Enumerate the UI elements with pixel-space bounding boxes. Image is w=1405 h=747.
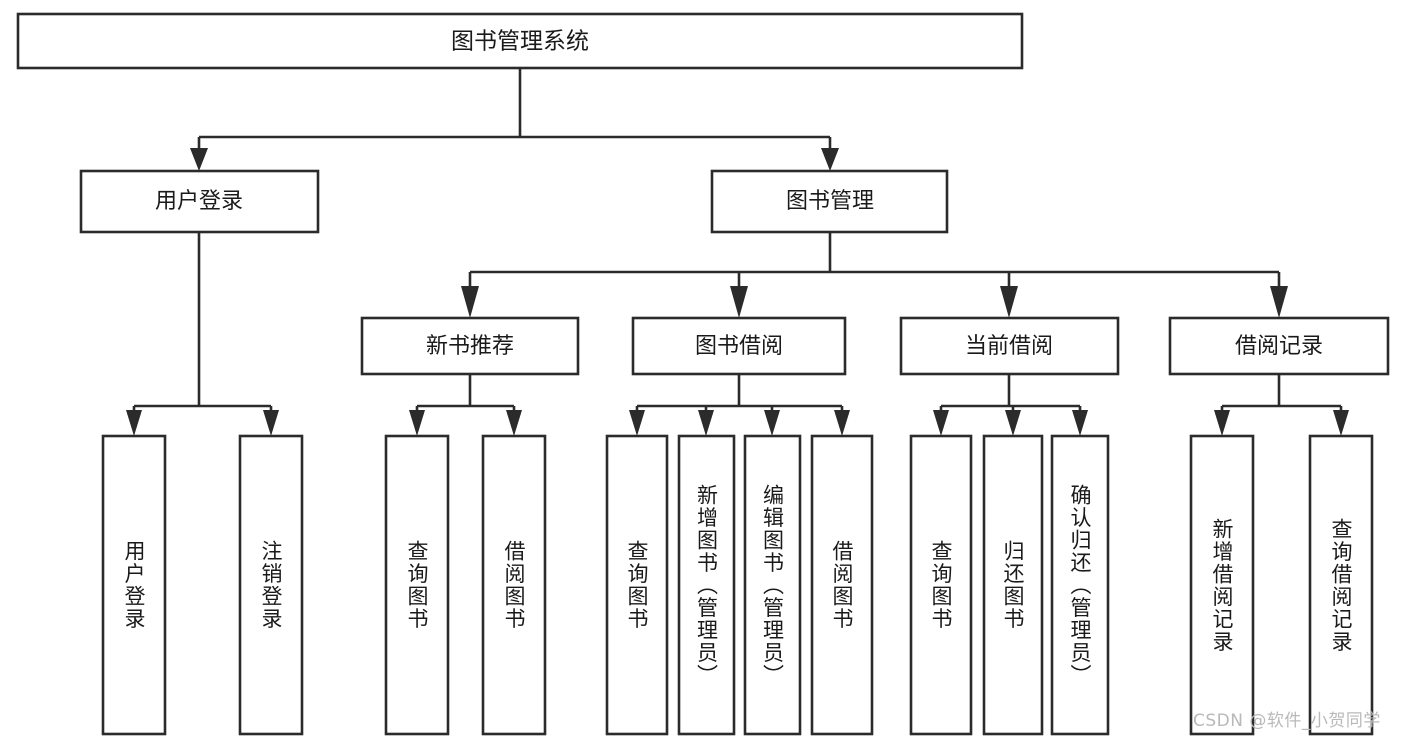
node-borrow-record-box[interactable] bbox=[1168, 316, 1390, 376]
node-current-borrow[interactable]: 当前借阅 bbox=[899, 316, 1120, 376]
arrow-leaf-query-book-1 bbox=[409, 410, 425, 436]
connector-group-user-login-leaves bbox=[126, 232, 279, 436]
node-book-manage-label: 图书管理 bbox=[786, 189, 874, 214]
arrow-leaf-query-record bbox=[1333, 410, 1349, 436]
node-user-login-box[interactable] bbox=[79, 169, 320, 234]
node-book-borrow-label: 图书借阅 bbox=[695, 334, 783, 359]
arrow-book-manage bbox=[821, 148, 839, 171]
arrow-leaf-return-book bbox=[1005, 410, 1021, 436]
leaf-box-query-book-3[interactable] bbox=[909, 434, 973, 736]
leaf-box-query-book-1[interactable] bbox=[384, 434, 450, 736]
arrow-leaf-logout bbox=[263, 410, 279, 436]
arrow-leaf-query-book-3 bbox=[933, 410, 949, 436]
arrow-borrow-record bbox=[1270, 286, 1288, 318]
leaf-box-logout[interactable] bbox=[238, 434, 304, 736]
arrow-leaf-add-book bbox=[698, 410, 714, 436]
node-borrow-record[interactable]: 借阅记录 bbox=[1168, 316, 1390, 376]
connector-group-new-book-rec-leaves bbox=[409, 374, 522, 436]
node-current-borrow-box[interactable] bbox=[899, 316, 1120, 376]
leaf-box-borrow-book-2[interactable] bbox=[810, 434, 874, 736]
connector-group-book-borrow-leaves bbox=[629, 374, 850, 436]
arrow-user-login bbox=[190, 148, 208, 171]
arrow-leaf-edit-book bbox=[764, 410, 780, 436]
node-book-borrow[interactable]: 图书借阅 bbox=[631, 316, 847, 376]
arrow-current-borrow bbox=[1000, 286, 1018, 318]
arrow-leaf-user-login bbox=[126, 410, 142, 436]
leaf-box-confirm-return[interactable] bbox=[1050, 434, 1110, 736]
node-root-box[interactable] bbox=[16, 12, 1024, 70]
node-new-book-rec[interactable]: 新书推荐 bbox=[360, 316, 580, 376]
node-root[interactable]: 图书管理系统 bbox=[16, 12, 1024, 70]
node-user-login-label: 用户登录 bbox=[155, 189, 243, 214]
connector-group-borrow-record-leaves bbox=[1214, 374, 1349, 436]
node-current-borrow-label: 当前借阅 bbox=[965, 334, 1053, 359]
connector-group-current-borrow-leaves bbox=[933, 374, 1088, 436]
leaf-box-add-book[interactable] bbox=[677, 434, 736, 736]
arrow-new-book-rec bbox=[461, 286, 479, 318]
node-root-label: 图书管理系统 bbox=[451, 29, 589, 55]
arrow-leaf-borrow-book-1 bbox=[506, 410, 522, 436]
node-user-login[interactable]: 用户登录 bbox=[79, 169, 320, 234]
connector-group-level2-to-level3 bbox=[461, 232, 1288, 318]
node-book-borrow-box[interactable] bbox=[631, 316, 847, 376]
leaf-box-query-record[interactable] bbox=[1308, 434, 1374, 736]
arrow-leaf-borrow-book-2 bbox=[834, 410, 850, 436]
leaf-box-return-book[interactable] bbox=[982, 434, 1044, 736]
arrow-leaf-confirm-return bbox=[1072, 410, 1088, 436]
csdn-watermark: CSDN @软件_小贺同学 bbox=[1193, 711, 1381, 731]
leaf-box-user-login[interactable] bbox=[101, 434, 167, 736]
connector-group-root-to-level2 bbox=[190, 68, 839, 171]
arrow-leaf-query-book-2 bbox=[629, 410, 645, 436]
leaf-box-edit-book[interactable] bbox=[743, 434, 802, 736]
node-new-book-rec-box[interactable] bbox=[360, 316, 580, 376]
leaf-box-borrow-book-1[interactable] bbox=[481, 434, 547, 736]
node-new-book-rec-label: 新书推荐 bbox=[426, 334, 514, 359]
node-borrow-record-label: 借阅记录 bbox=[1235, 334, 1323, 359]
leaf-box-query-book-2[interactable] bbox=[605, 434, 669, 736]
leaf-box-add-record[interactable] bbox=[1189, 434, 1255, 736]
node-book-manage[interactable]: 图书管理 bbox=[710, 169, 949, 234]
arrow-leaf-add-record bbox=[1214, 410, 1230, 436]
arrow-book-borrow bbox=[730, 286, 748, 318]
node-book-manage-box[interactable] bbox=[710, 169, 949, 234]
leaf-boxes bbox=[101, 434, 1374, 736]
